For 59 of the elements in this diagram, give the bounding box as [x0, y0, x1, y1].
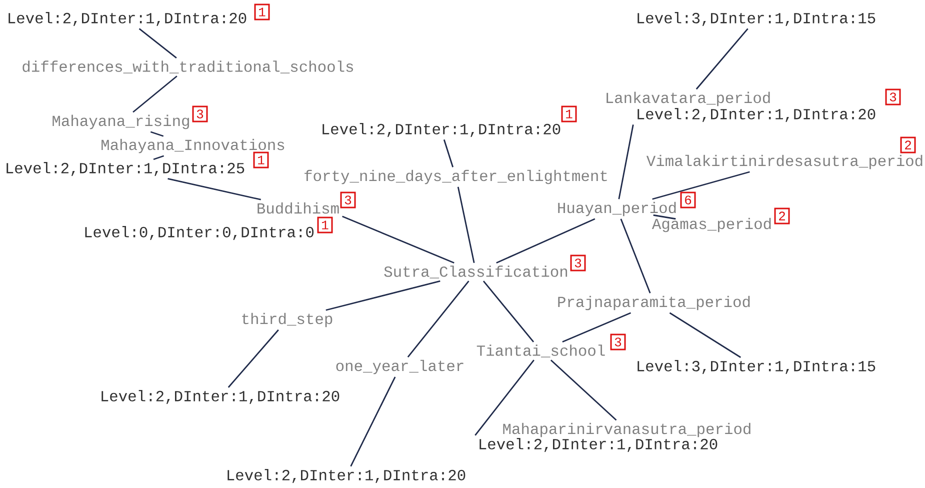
node-label: Lankavatara_period	[606, 92, 770, 106]
node-label: Tiantai_school	[476, 344, 605, 358]
connector-line	[168, 178, 262, 200]
connector-line	[482, 280, 534, 342]
connector-line	[443, 139, 454, 168]
info-text: Level:3,DInter:1,DIntra:15	[638, 12, 876, 26]
connector-line	[326, 280, 440, 311]
count-badge: 1	[317, 216, 333, 234]
count-badge: 1	[561, 106, 577, 122]
info-text: Level:2,DInter:1,DIntra:20	[322, 123, 560, 137]
node-label: one_year_later	[336, 360, 464, 374]
info-text: Level:2,DInter:1,DIntra:20	[102, 390, 340, 404]
connector-line	[496, 218, 596, 264]
count-badge: 3	[340, 192, 356, 208]
count-badge: 1	[253, 152, 269, 168]
node-label: Mahayana_rising	[52, 114, 189, 130]
connector-line	[150, 131, 164, 137]
connector-line	[562, 312, 632, 343]
node-label: Sutra_Classification	[384, 266, 568, 278]
info-text: Level:2,DInter:1,DIntra:20	[8, 12, 246, 26]
connector-line	[669, 312, 742, 358]
connector-line	[407, 280, 470, 358]
connector-line	[228, 329, 279, 388]
node-label: differences_with_traditional_schools	[22, 60, 354, 74]
node-label: Mahayana_Innovations	[102, 138, 284, 154]
count-badge: 6	[680, 192, 696, 208]
info-text: Level:0,DInter:0,DIntra:0	[85, 226, 314, 240]
connector-line	[618, 124, 634, 200]
connector-line	[620, 218, 651, 294]
connector-line	[474, 360, 534, 436]
connector-line	[653, 214, 676, 220]
node-label: Prajnaparamita_period	[558, 296, 750, 310]
node-label: Agamas_period	[652, 218, 771, 232]
connector-line	[138, 28, 177, 58]
node-label: third_step	[242, 312, 332, 328]
count-badge: 1	[254, 4, 270, 20]
node-label: forty_nine_days_after_enlightment	[304, 170, 607, 184]
connector-line	[132, 76, 178, 113]
connector-line	[696, 28, 748, 90]
connector-line	[550, 360, 617, 421]
info-text: Level:2,DInter:1,DIntra:20	[480, 438, 718, 452]
connector-line	[153, 155, 164, 160]
count-badge: 3	[192, 106, 208, 122]
info-text: Level:2,DInter:1,DIntra:20	[228, 469, 466, 483]
node-label: Mahaparinirvanasutra_period	[503, 422, 750, 438]
info-text: Level:3,DInter:1,DIntra:15	[638, 360, 876, 374]
connector-line	[652, 171, 750, 200]
count-badge: 3	[570, 254, 586, 272]
count-badge: 2	[900, 136, 916, 154]
info-text: Level:2,DInter:1,DIntra:25	[6, 162, 244, 176]
count-badge: 3	[610, 334, 626, 350]
count-badge: 3	[885, 88, 901, 106]
connector-line	[350, 376, 396, 467]
connector-line	[457, 186, 475, 264]
count-badge: 2	[774, 208, 790, 224]
info-text: Level:2,DInter:1,DIntra:20	[638, 108, 876, 122]
node-label: Vimalakirtinirdesasutra_period	[646, 154, 922, 170]
node-label: Buddihism	[258, 202, 339, 214]
node-label: Huayan_period	[558, 202, 676, 216]
